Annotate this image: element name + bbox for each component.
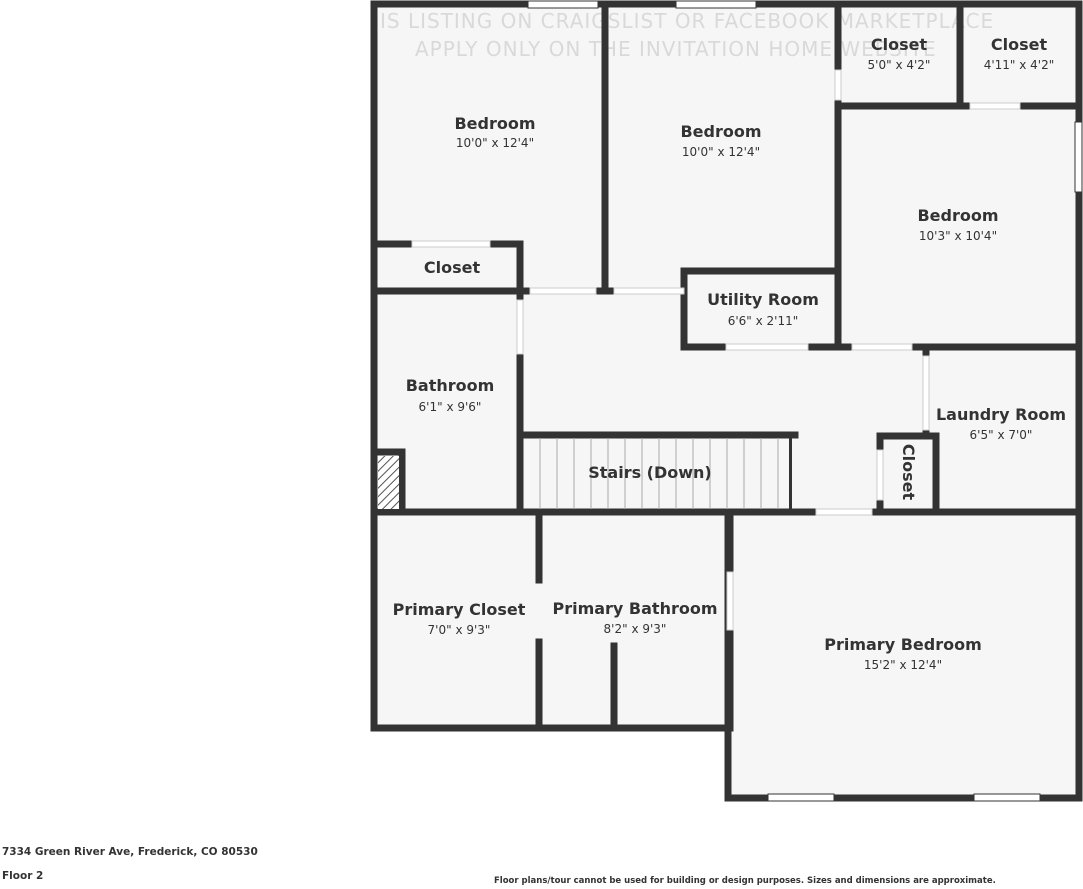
window	[767, 793, 835, 802]
door-opening	[922, 355, 930, 431]
closet-3-name: Closet	[424, 258, 481, 277]
chase-hatch	[378, 456, 399, 509]
primary-closet-dim: 7'0" x 9'3"	[428, 623, 491, 637]
door-opening	[726, 571, 734, 631]
laundry-room-name: Laundry Room	[936, 405, 1066, 424]
door-opening	[411, 240, 491, 248]
watermark: IS LISTING ON CRAIGSLIST OR FACEBOOK MAR…	[380, 9, 994, 61]
window	[675, 0, 757, 9]
bathroom-name: Bathroom	[406, 376, 495, 395]
laundry-room-dim: 6'5" x 7'0"	[970, 428, 1033, 442]
utility-room-dim: 6'6" x 2'11"	[728, 314, 799, 328]
bedroom-1-name: Bedroom	[454, 114, 535, 133]
bedroom-3-dim: 10'3" x 10'4"	[919, 229, 997, 243]
door-opening	[725, 343, 809, 351]
closet-4-name: Closet	[899, 444, 918, 501]
primary-closet-name: Primary Closet	[393, 600, 526, 619]
door-openings	[411, 69, 1021, 631]
watermark-line-1: IS LISTING ON CRAIGSLIST OR FACEBOOK MAR…	[380, 9, 994, 33]
closet-2-dim: 4'11" x 4'2"	[984, 58, 1055, 72]
window	[1074, 121, 1083, 193]
door-opening	[969, 102, 1021, 110]
door-opening	[876, 449, 884, 501]
primary-bathroom-name: Primary Bathroom	[552, 599, 717, 618]
stairs-name: Stairs (Down)	[588, 463, 712, 482]
bathroom-dim: 6'1" x 9'6"	[419, 400, 482, 414]
disclaimer: Floor plans/tour cannot be used for buil…	[494, 876, 996, 886]
door-opening	[529, 287, 597, 295]
walls	[370, 0, 1083, 802]
primary-bedroom-name: Primary Bedroom	[824, 635, 982, 654]
utility-room-name: Utility Room	[707, 290, 819, 309]
property-address: 7334 Green River Ave, Frederick, CO 8053…	[2, 846, 258, 858]
stairs-railing	[789, 438, 792, 509]
windows	[527, 0, 1083, 802]
door-opening	[516, 299, 524, 355]
door-opening	[815, 508, 873, 516]
watermark-line-2: APPLY ONLY ON THE INVITATION HOME WEBSIT…	[415, 37, 937, 61]
closet-2-name: Closet	[991, 35, 1048, 54]
closet-1-name: Closet	[871, 35, 928, 54]
door-opening	[834, 69, 842, 101]
window	[527, 0, 599, 9]
primary-bathroom-dim: 8'2" x 9'3"	[604, 622, 667, 636]
closet-1-dim: 5'0" x 4'2"	[868, 58, 931, 72]
bedroom-3-name: Bedroom	[917, 206, 998, 225]
door-opening	[613, 287, 685, 295]
bedroom-2-dim: 10'0" x 12'4"	[682, 145, 760, 159]
bedroom-2-name: Bedroom	[680, 122, 761, 141]
bedroom-1-dim: 10'0" x 12'4"	[456, 136, 534, 150]
primary-bedroom-dim: 15'2" x 12'4"	[864, 658, 942, 672]
door-opening	[851, 343, 913, 351]
stairs	[539, 438, 779, 509]
floor-label: Floor 2	[2, 870, 44, 882]
room-labels: Bedroom 10'0" x 12'4" Bedroom 10'0" x 12…	[393, 35, 1066, 672]
window	[973, 793, 1041, 802]
